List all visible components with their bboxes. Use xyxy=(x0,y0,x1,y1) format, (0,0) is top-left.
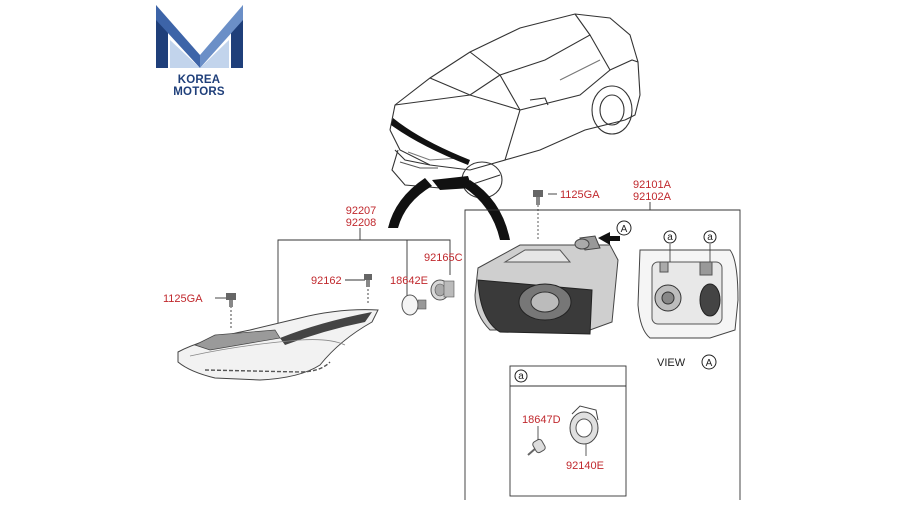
detail-bulb-icon xyxy=(527,426,546,456)
drl-lamp-assembly xyxy=(177,309,379,381)
detail-box-marker xyxy=(514,369,528,383)
drl-part-number-1: 92207 xyxy=(346,205,377,217)
bulb-icon xyxy=(401,294,427,316)
view-marker-letter: A xyxy=(621,224,628,235)
detail-box-marker-letter: a xyxy=(518,371,524,382)
vehicle-silhouette xyxy=(389,13,641,199)
detail-socket-part-number: 92140E xyxy=(566,460,604,472)
bolt-top-icon xyxy=(533,190,543,240)
view-a-marker-circle xyxy=(701,354,717,370)
bolt-top-part-number: 1125GA xyxy=(560,189,600,201)
bolt-left-part-number: 1125GA xyxy=(163,293,203,305)
arrow-to-drl xyxy=(388,178,432,228)
detail-marker-letter-1: a xyxy=(667,232,673,243)
bulb-part-number: 18642E xyxy=(390,275,428,287)
socket-part-number: 92165C xyxy=(424,252,463,264)
view-a-letter: A xyxy=(706,358,713,369)
detail-socket-icon xyxy=(569,405,599,456)
view-a-drawing xyxy=(637,244,739,339)
arrow-to-headlamp xyxy=(462,180,510,240)
car-drl-highlight xyxy=(391,118,470,165)
headlamp-part-number-2: 92102A xyxy=(633,191,672,203)
view-marker-circle xyxy=(616,220,632,236)
headlamp-part-number-1: 92101A xyxy=(633,179,672,191)
drl-part-number-2: 92208 xyxy=(346,217,377,229)
brand-name: KOREA MOTORS xyxy=(173,74,225,98)
detail-marker-a2 xyxy=(703,230,717,244)
view-label: VIEW xyxy=(657,357,686,369)
view-direction-arrow xyxy=(598,232,620,245)
detail-marker-a1 xyxy=(663,230,677,244)
screw-icon xyxy=(364,274,372,287)
headlamp-assembly xyxy=(474,235,619,335)
screw-part-number: 92162 xyxy=(311,275,342,287)
detail-marker-letter-2: a xyxy=(707,232,713,243)
bolt-icon xyxy=(226,293,236,307)
socket-icon xyxy=(430,279,455,301)
detail-bulb-part-number: 18647D xyxy=(522,414,561,426)
korea-motors-logo xyxy=(156,5,243,68)
car-headlamp-highlight xyxy=(432,176,472,190)
